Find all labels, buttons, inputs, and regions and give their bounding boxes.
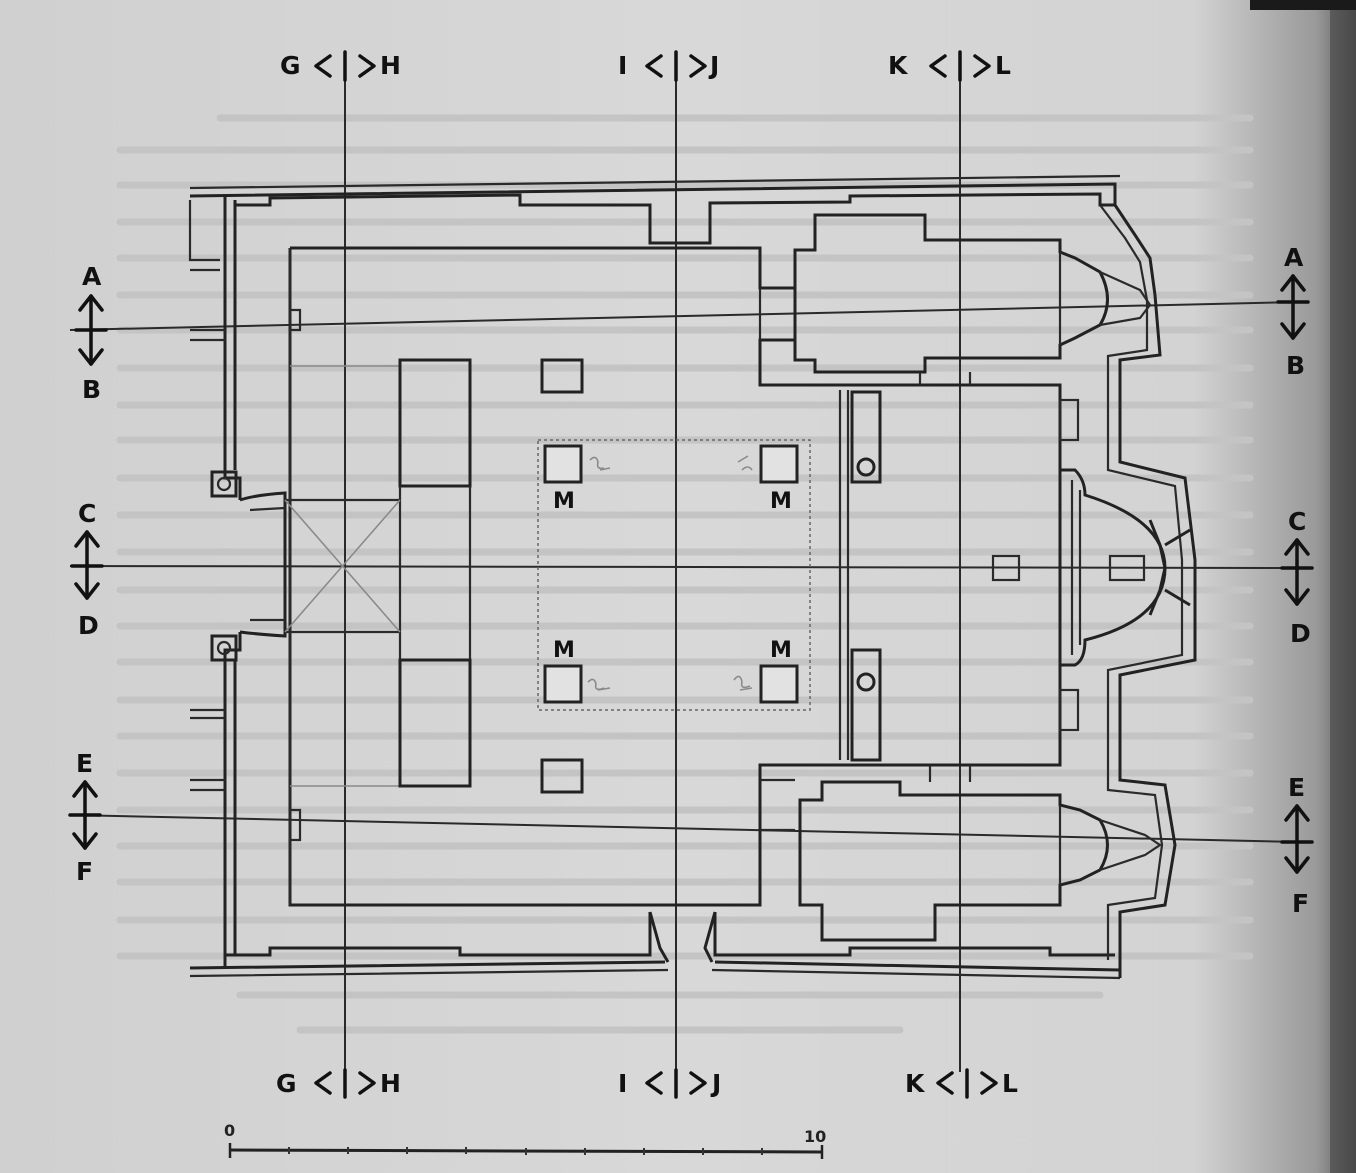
pier-label-nw: M <box>553 489 575 514</box>
svg-text:E: E <box>76 749 93 778</box>
section-marker-i-j-top: I J <box>618 50 719 82</box>
west-niches <box>210 470 238 662</box>
page-edge-shadow <box>1330 0 1356 1173</box>
section-lines <box>69 80 1301 1072</box>
section-markers-right: A B C D E F <box>1276 243 1314 918</box>
svg-text:F: F <box>1292 889 1309 918</box>
cross-vault-diagonal <box>284 499 401 633</box>
svg-text:A: A <box>82 262 102 291</box>
inner-wall <box>288 246 1062 907</box>
section-marker-i-j-bottom: I J <box>618 1068 721 1099</box>
svg-text:I: I <box>618 51 627 80</box>
section-marker-a-b-left: A B <box>74 262 108 404</box>
section-marker-g-h-bottom: G H <box>276 1068 401 1099</box>
section-marker-g-h-top: G H <box>280 50 401 82</box>
scale-bar: 0 10 <box>224 1121 826 1159</box>
pier-annotation-mark <box>733 675 753 691</box>
svg-text:J: J <box>708 51 719 80</box>
section-line-c-d <box>69 565 1301 569</box>
narthex <box>284 358 472 788</box>
scale-start-label: 0 <box>224 1121 235 1140</box>
section-marker-c-d-right: C D <box>1280 507 1314 648</box>
section-line-e-f <box>69 814 1301 843</box>
pier-annotation-mark <box>589 456 611 471</box>
svg-text:C: C <box>78 499 96 528</box>
column-icon <box>216 476 232 492</box>
corner-blocks <box>540 358 584 794</box>
svg-text:H: H <box>380 1069 401 1098</box>
pier-label-se: M <box>770 638 792 663</box>
pier <box>759 444 799 484</box>
pier-label-sw: M <box>553 638 575 663</box>
section-marker-a-b-right: A B <box>1276 243 1310 380</box>
column-icon <box>856 457 876 477</box>
svg-text:H: H <box>380 51 401 80</box>
svg-text:K: K <box>905 1069 926 1098</box>
svg-text:G: G <box>280 51 301 80</box>
pier-label-ne: M <box>770 489 792 514</box>
svg-text:B: B <box>1286 351 1305 380</box>
north-chapel <box>793 213 1152 385</box>
pier <box>543 444 583 484</box>
svg-text:C: C <box>1288 507 1306 536</box>
svg-text:F: F <box>76 857 93 886</box>
section-line-a-b <box>69 301 1301 331</box>
svg-text:D: D <box>78 611 99 640</box>
svg-text:G: G <box>276 1069 297 1098</box>
page-top-corner <box>1250 0 1356 10</box>
pier-annotation-mark <box>587 678 611 691</box>
section-markers-top: G H I J K L <box>280 50 1011 82</box>
pier <box>543 664 583 704</box>
scale-end-label: 10 <box>804 1127 826 1146</box>
section-markers-bottom: G H I J K L <box>276 1068 1018 1099</box>
section-marker-e-f-left: E F <box>68 749 102 886</box>
dome-outline <box>537 439 811 711</box>
section-marker-k-l-top: K L <box>888 50 1011 82</box>
svg-text:A: A <box>1284 243 1304 272</box>
column-icon <box>216 640 232 656</box>
svg-text:L: L <box>1002 1069 1018 1098</box>
templon <box>838 390 1080 762</box>
section-marker-e-f-right: E F <box>1280 773 1314 918</box>
pier-annotation-mark <box>737 455 753 471</box>
svg-text:I: I <box>618 1069 627 1098</box>
svg-text:B: B <box>82 375 101 404</box>
section-marker-c-d-left: C D <box>70 499 104 640</box>
central-bay: M M M M <box>537 439 811 711</box>
section-marker-k-l-bottom: K L <box>905 1068 1018 1099</box>
svg-text:K: K <box>888 51 909 80</box>
svg-text:J: J <box>710 1069 721 1098</box>
svg-text:L: L <box>995 51 1011 80</box>
pier <box>759 664 799 704</box>
section-markers-left: A B C D E F <box>68 262 108 886</box>
column-icon <box>856 672 876 692</box>
svg-text:D: D <box>1290 619 1311 648</box>
outer-wall <box>188 174 1197 980</box>
central-apse <box>1060 468 1191 667</box>
south-chapel <box>798 765 1162 942</box>
svg-text:E: E <box>1288 773 1305 802</box>
